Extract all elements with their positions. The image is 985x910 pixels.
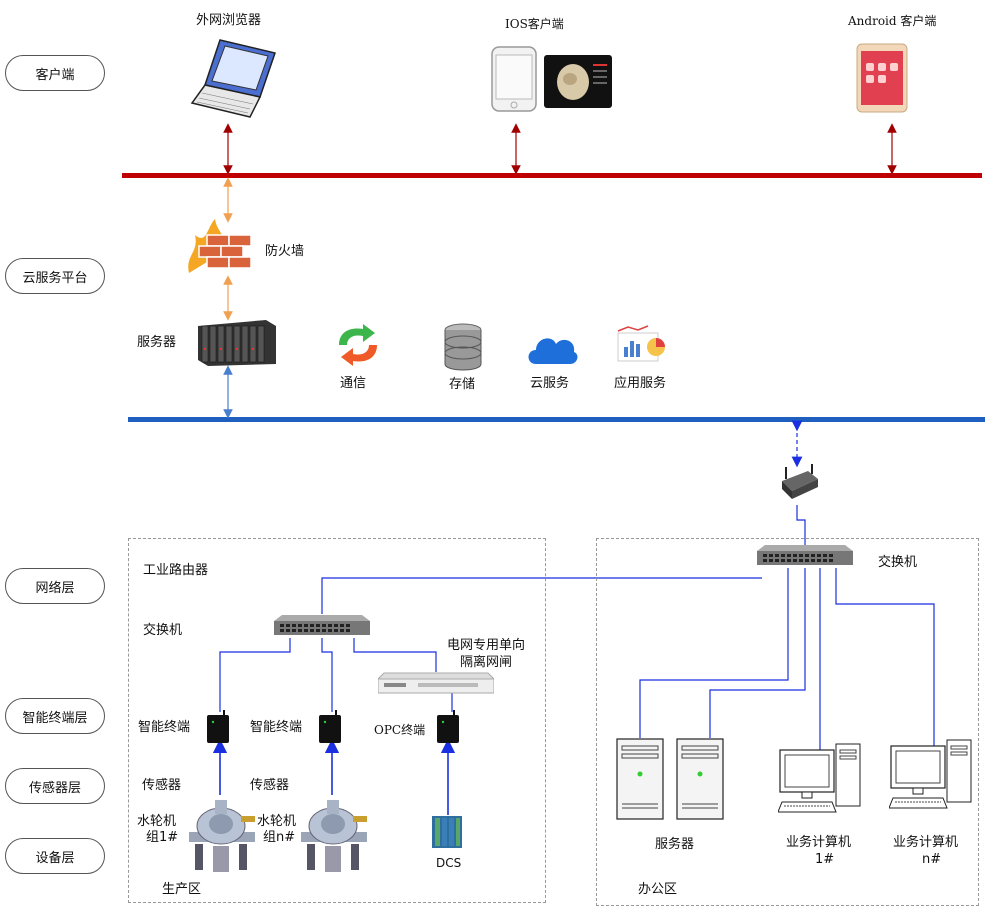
production-switch-icon bbox=[274, 615, 370, 635]
browser-label: 外网浏览器 bbox=[196, 13, 262, 28]
dcs-label: DCS bbox=[436, 856, 462, 870]
cloud-server-label: 服务器 bbox=[137, 335, 177, 350]
office-server1-icon bbox=[616, 738, 664, 820]
office-server1-link bbox=[639, 568, 789, 738]
cloud-icon bbox=[528, 338, 578, 364]
office-pc1-label-line1: 业务计算机 bbox=[786, 835, 852, 850]
layer-cloud: 云服务平台 bbox=[5, 258, 105, 294]
office-pc1-label-line2: 1# bbox=[815, 852, 835, 867]
sync-icon bbox=[339, 324, 377, 366]
office-zone-label: 办公区 bbox=[638, 882, 678, 897]
terminal1-icon bbox=[207, 710, 229, 743]
production-zone-label: 生产区 bbox=[162, 882, 202, 897]
database-icon bbox=[444, 323, 482, 371]
office-zone bbox=[596, 538, 979, 906]
isolation-gateway-icon bbox=[378, 672, 494, 694]
terminal2-label: 智能终端 bbox=[250, 720, 303, 735]
production-zone bbox=[128, 538, 546, 903]
switch-gateway-link bbox=[353, 638, 437, 672]
office-server2-link bbox=[709, 568, 806, 738]
android-phone-icon bbox=[856, 43, 908, 113]
office-servers-label: 服务器 bbox=[655, 837, 695, 852]
cloud-bus bbox=[128, 417, 985, 422]
office-pcn-label-line1: 业务计算机 bbox=[893, 835, 959, 850]
service-cloud-label: 云服务 bbox=[530, 376, 570, 391]
router-switch-link bbox=[796, 505, 806, 545]
terminal1-label: 智能终端 bbox=[138, 720, 191, 735]
office-server2-icon bbox=[676, 738, 724, 820]
layer-network: 网络层 bbox=[5, 568, 105, 604]
turbine2-label-line1: 水轮机 bbox=[257, 814, 297, 829]
switch-terminal1-link bbox=[219, 638, 291, 712]
ipad-icon bbox=[544, 55, 612, 108]
server-rack-icon bbox=[198, 320, 276, 366]
layer-smart-terminal: 智能终端层 bbox=[5, 698, 105, 734]
office-pcn-label-line2: n# bbox=[922, 852, 942, 867]
office-pc1-icon bbox=[778, 743, 861, 813]
industrial-router-icon bbox=[782, 464, 818, 499]
dcs-icon bbox=[432, 816, 462, 848]
router-label: 工业路由器 bbox=[143, 563, 209, 578]
android-label: Android 客户端 bbox=[848, 14, 937, 28]
production-switch-label: 交换机 bbox=[143, 623, 183, 638]
office-switch-icon bbox=[757, 545, 853, 565]
office-pcn-link bbox=[835, 568, 935, 748]
layer-sensor: 传感器层 bbox=[5, 768, 105, 804]
layer-device: 设备层 bbox=[5, 838, 105, 874]
client-bus bbox=[122, 173, 982, 178]
office-pcn-icon bbox=[889, 739, 972, 809]
office-switch-label: 交换机 bbox=[878, 555, 918, 570]
firewall-label: 防火墙 bbox=[265, 244, 305, 259]
terminal3-label: OPC终端 bbox=[374, 723, 426, 737]
service-app-label: 应用服务 bbox=[614, 376, 667, 391]
office-to-production-link bbox=[321, 577, 762, 614]
terminal3-icon bbox=[437, 710, 459, 743]
service-storage-label: 存储 bbox=[449, 377, 476, 392]
laptop-icon bbox=[190, 39, 276, 118]
gateway-label-line2: 隔离网闸 bbox=[460, 655, 513, 670]
switch-terminal2-link bbox=[321, 638, 333, 712]
turbine2-label-line2: 组n# bbox=[263, 830, 296, 845]
gateway-label-line1: 电网专用单向 bbox=[447, 638, 526, 653]
turbine1-label-line2: 组1# bbox=[146, 830, 179, 845]
layer-client: 客户端 bbox=[5, 55, 105, 91]
turbine2-icon bbox=[301, 800, 367, 872]
sensor2-label: 传感器 bbox=[250, 778, 290, 793]
service-comm-label: 通信 bbox=[340, 376, 367, 391]
ios-label: IOS客户端 bbox=[505, 17, 564, 31]
iphone-icon bbox=[491, 46, 537, 112]
sensor1-label: 传感器 bbox=[142, 778, 182, 793]
turbine1-icon bbox=[189, 800, 255, 872]
app-report-icon bbox=[617, 325, 665, 362]
terminal2-icon bbox=[319, 710, 341, 743]
firewall-icon bbox=[188, 219, 252, 273]
turbine1-label-line1: 水轮机 bbox=[137, 814, 177, 829]
